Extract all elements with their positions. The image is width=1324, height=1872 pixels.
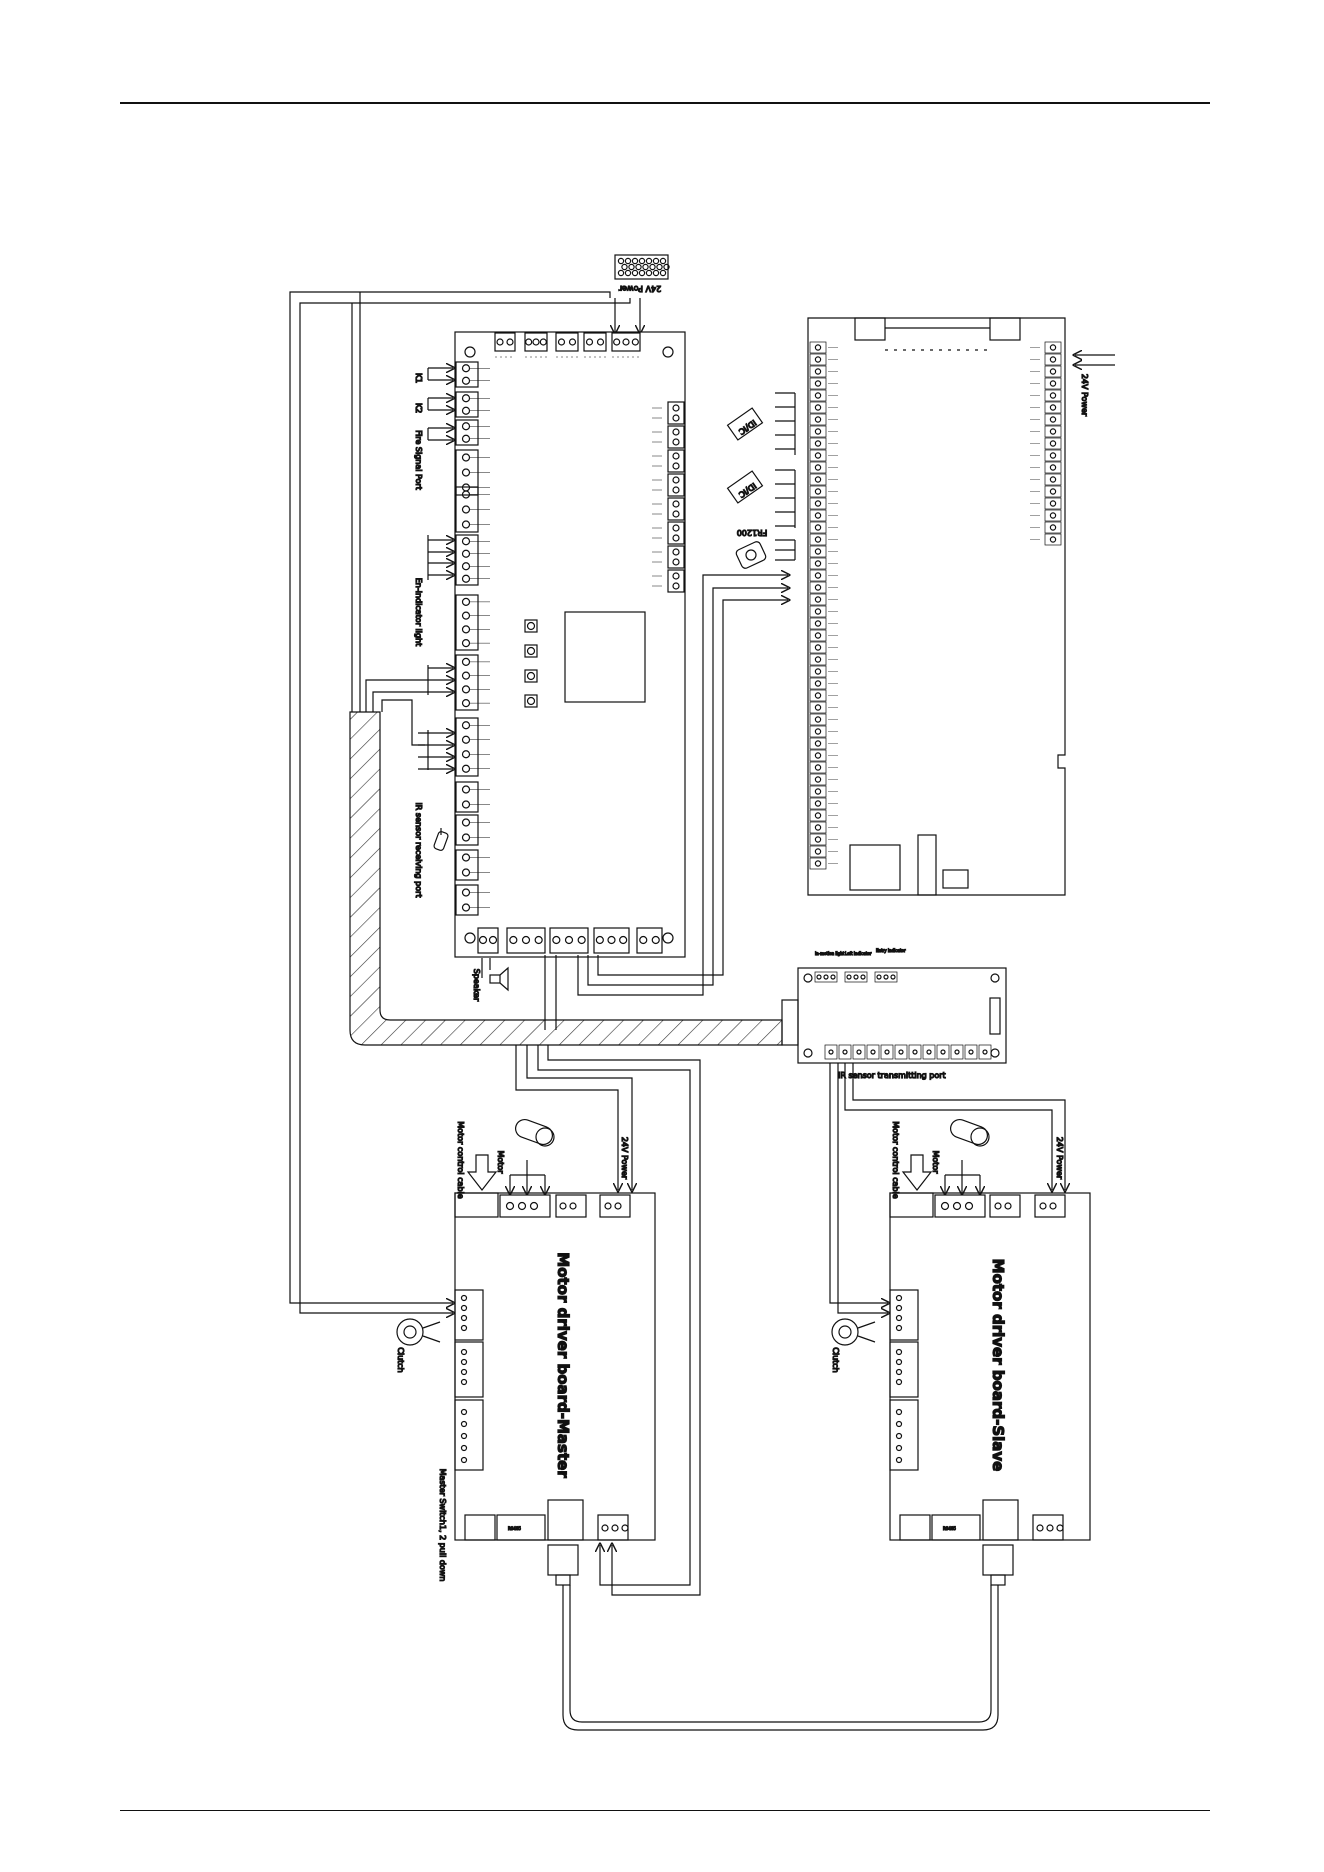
- motor-label-master: Motor: [496, 1150, 505, 1174]
- rj45-plug-icon: [982, 1544, 1014, 1586]
- power-supply-icon: [614, 254, 670, 280]
- small-board-led3: Entry indicator: [876, 948, 906, 953]
- ir-transmitter-board: [781, 967, 1007, 1064]
- clutch-icon: [396, 1318, 441, 1346]
- bottom-rule: [120, 1810, 1210, 1811]
- speaker-label: Speaker: [472, 969, 481, 1002]
- top-rule: [120, 102, 1210, 104]
- rs485-slave-label: RS485: [943, 1526, 956, 1531]
- footer-scrap: — ——: [895, 1862, 1015, 1872]
- reader-label-3: FR1200: [737, 528, 768, 537]
- power-label-right: 24V Power: [1080, 374, 1089, 417]
- rs485-master-label: RS485: [508, 1526, 521, 1531]
- rj45-plug-icon: [547, 1544, 579, 1586]
- rs485-link-cable: [562, 1585, 999, 1731]
- clutch-label-master: Clutch: [396, 1347, 405, 1372]
- clutch-icon: [831, 1318, 876, 1346]
- motor-cable-arrow-slave: [901, 1154, 933, 1191]
- main-control-board: [454, 331, 686, 958]
- k1-label: K1: [414, 373, 423, 383]
- motor-icon: [510, 1118, 555, 1193]
- ir-sensor-icon: [433, 828, 449, 851]
- motor-cable-label-slave: Motor control cable: [891, 1121, 900, 1199]
- fingerprint-reader-icon: [735, 541, 767, 569]
- entry-indicator-label: En-indicator light: [414, 578, 423, 647]
- ir-receiving-label: IR sensor receiving port: [414, 802, 423, 897]
- motor-cable-label-master: Motor control cable: [456, 1121, 465, 1199]
- card-reader-icon: [726, 407, 764, 504]
- motor-label-slave: Motor: [931, 1150, 940, 1174]
- motor-cable-arrow-master: [466, 1154, 498, 1191]
- footer-scrap-text: — ——: [895, 1870, 937, 1872]
- power-label-slave: 24V Power: [1055, 1137, 1064, 1180]
- ir-transmitting-label: IR sensor transmitting port: [838, 1071, 946, 1080]
- small-board-led2: Left indicator: [845, 951, 872, 956]
- motor-driver-board-slave: [889, 1192, 1091, 1541]
- fire-signal-label: Fire Signal Port: [414, 430, 423, 490]
- access-controller-board: [807, 317, 1066, 896]
- clutch-label-slave: Clutch: [831, 1347, 840, 1372]
- reader-label-1: ID/IC: [737, 418, 758, 437]
- small-board-led1: In-motion light: [815, 951, 845, 956]
- power-label-top: 24V Power: [618, 284, 661, 293]
- cable-channel: [349, 711, 783, 1046]
- motor-icon: [945, 1118, 990, 1193]
- board-master-label: Motor driver board-Master: [554, 1252, 572, 1478]
- board-slave-label: Motor driver board-Slave: [989, 1259, 1007, 1472]
- speaker-icon: [481, 958, 509, 992]
- master-switch-note: Master Switch1, 2 pull down: [438, 1469, 447, 1582]
- power-label-master: 24V Power: [620, 1137, 629, 1180]
- motor-driver-board-master: [454, 1192, 656, 1541]
- reader-label-2: ID/IC: [737, 481, 758, 500]
- k2-label: K2: [414, 403, 423, 413]
